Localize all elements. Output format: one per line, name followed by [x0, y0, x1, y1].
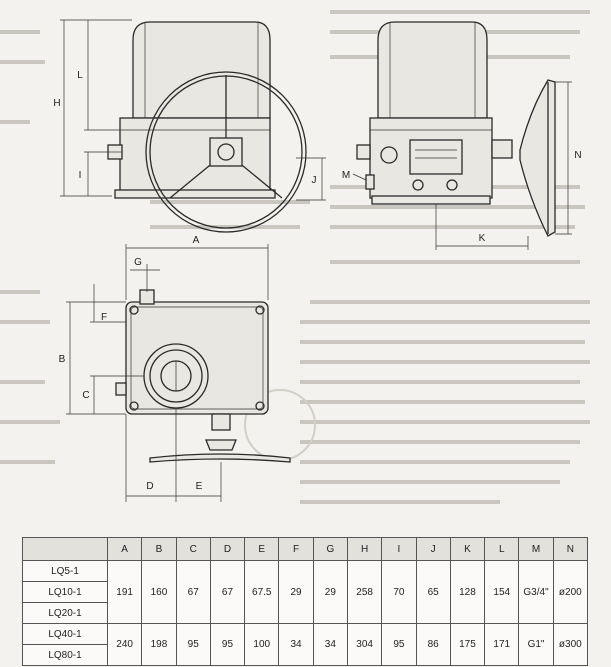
value-cell: 304 — [346, 623, 383, 666]
value-cell: G1" — [518, 623, 554, 666]
value-cell: 191 — [106, 560, 143, 624]
value-cell: 70 — [381, 560, 417, 624]
side-view: M N K — [342, 21, 582, 250]
column-header: I — [381, 537, 417, 561]
column-header: C — [175, 537, 211, 561]
dim-label-F: F — [101, 312, 107, 323]
column-header: L — [484, 537, 520, 561]
column-header: J — [415, 537, 451, 561]
value-cell: 95 — [381, 623, 417, 666]
model-cell: LQ5-1 — [22, 560, 108, 582]
value-cell: 160 — [141, 560, 177, 624]
top-view: A G B F C D E — [59, 235, 291, 502]
value-cell: 100 — [244, 623, 280, 666]
column-header: E — [244, 537, 280, 561]
value-cell: 34 — [312, 623, 348, 666]
ghost-text-background — [0, 10, 590, 504]
value-cell: 240 — [106, 623, 143, 666]
column-header: H — [346, 537, 383, 561]
dim-label-K: K — [479, 233, 486, 244]
value-cell: 34 — [278, 623, 314, 666]
dim-label-H: H — [53, 98, 60, 109]
value-cell: 198 — [141, 623, 177, 666]
value-cell: 128 — [449, 560, 486, 624]
value-cell: G3/4" — [518, 560, 554, 624]
value-cell: 67 — [175, 560, 211, 624]
model-cell: LQ80-1 — [22, 644, 108, 666]
dim-label-E: E — [196, 481, 203, 492]
table-header-row: A B C D E F G H I J K L M N — [22, 537, 589, 561]
column-header: K — [449, 537, 486, 561]
spec-table: A B C D E F G H I J K L M N LQ5-1 191 16… — [22, 537, 589, 666]
column-header: B — [141, 537, 177, 561]
value-cell: 67.5 — [244, 560, 280, 624]
dim-label-L: L — [77, 70, 83, 81]
table-row: LQ40-1 240 198 95 95 100 34 34 304 95 86… — [22, 623, 589, 666]
column-header: N — [552, 537, 589, 561]
table-row: LQ5-1 191 160 67 67 67.5 29 29 258 70 65… — [22, 560, 589, 624]
table-row: LQ80-1 — [22, 644, 588, 666]
model-cell: LQ20-1 — [22, 602, 108, 624]
value-cell: 29 — [278, 560, 314, 624]
value-cell: 86 — [415, 623, 451, 666]
value-cell: 95 — [175, 623, 211, 666]
column-header: F — [278, 537, 314, 561]
value-cell: 67 — [209, 560, 246, 624]
value-cell: ø200 — [552, 560, 589, 624]
model-cell: LQ40-1 — [22, 623, 108, 645]
model-cell: LQ10-1 — [22, 581, 108, 603]
dim-label-D: D — [146, 481, 153, 492]
front-view: H L I J — [53, 19, 326, 233]
dim-label-C: C — [82, 390, 89, 401]
dim-label-G: G — [134, 257, 142, 268]
technical-drawing: H L I J — [0, 10, 590, 504]
value-cell: 258 — [346, 560, 383, 624]
column-header: D — [209, 537, 246, 561]
value-cell: 65 — [415, 560, 451, 624]
column-header — [22, 537, 108, 561]
dim-label-N: N — [574, 150, 581, 161]
value-cell: 29 — [312, 560, 348, 624]
column-header: M — [518, 537, 554, 561]
dim-label-B: B — [59, 354, 66, 365]
value-cell: 95 — [209, 623, 246, 666]
dim-label-I: I — [79, 170, 82, 181]
value-cell: 175 — [449, 623, 486, 666]
column-header: G — [312, 537, 348, 561]
value-cell: 154 — [484, 560, 520, 624]
value-cell: ø300 — [552, 623, 589, 666]
dim-label-A: A — [193, 235, 200, 246]
dim-label-M: M — [342, 170, 350, 181]
column-header: A — [106, 537, 143, 561]
dim-label-J: J — [312, 175, 317, 186]
value-cell: 171 — [484, 623, 520, 666]
